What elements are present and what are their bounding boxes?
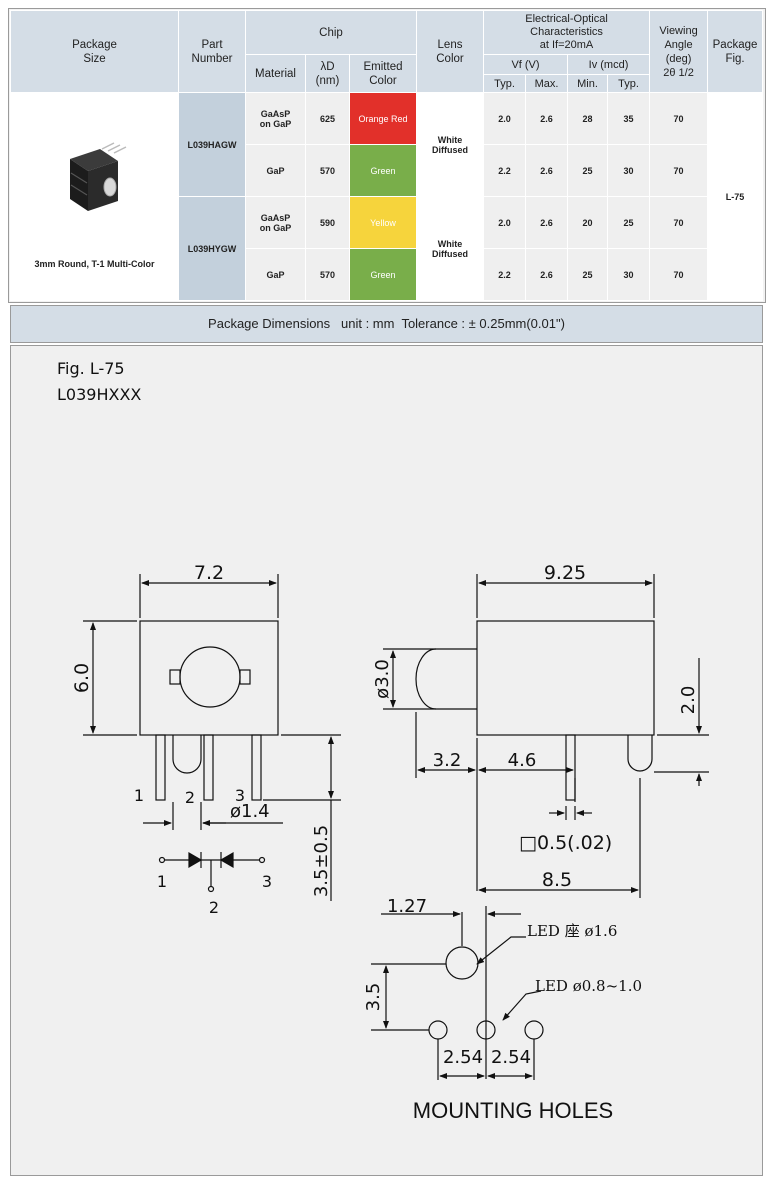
- dim-length: 9.25: [544, 562, 586, 584]
- package-size-label: 3mm Round, T-1 Multi-Color: [34, 259, 155, 269]
- package-size-cell: 3mm Round, T-1 Multi-Color: [10, 92, 179, 301]
- package-fig-cell: L-75: [707, 92, 764, 301]
- color-swatch-green-2: Green: [349, 248, 417, 301]
- color-swatch-yellow: Yellow: [349, 196, 417, 249]
- schem-pin-1: 1: [157, 872, 167, 891]
- dim-1-27: 1.27: [387, 896, 427, 917]
- color-swatch-green: Green: [349, 144, 417, 197]
- pin-label-1: 1: [134, 786, 144, 805]
- model-label: L039HXXX: [57, 385, 141, 404]
- schem-pin-3: 3: [262, 872, 272, 891]
- dim-3-2: 3.2: [433, 750, 462, 771]
- pitch-b: 2.54: [491, 1047, 531, 1068]
- schem-pin-2: 2: [209, 898, 219, 917]
- header-chip: Chip: [245, 10, 417, 55]
- dim-8-5: 8.5: [542, 869, 572, 891]
- dim-lens-dia: ø3.0: [372, 659, 393, 699]
- dim-lead-len: 3.5±0.5: [311, 825, 332, 897]
- part-number-l039hagw: L039HAGW: [178, 92, 246, 197]
- led-package-photo: [70, 142, 127, 211]
- dim-3-5: 3.5: [363, 983, 384, 1012]
- header-iv-typ: Typ.: [606, 74, 651, 93]
- color-swatch-orange-red: Orange Red: [349, 92, 417, 145]
- package-dimensions-bar: Package Dimensions unit : mm Tolerance :…: [10, 305, 763, 343]
- part-number-l039hygw: L039HYGW: [178, 196, 246, 301]
- dim-4-6: 4.6: [508, 750, 537, 771]
- header-vf-typ: Typ.: [483, 74, 526, 93]
- header-material: Material: [245, 54, 306, 93]
- pitch-a: 2.54: [443, 1047, 483, 1068]
- header-vf-max: Max.: [525, 74, 568, 93]
- header-wavelength: λD(nm): [305, 54, 350, 93]
- dimension-drawing: Fig. L-75 L039HXXX 7.2 6.0 1 2 3 ø1.4 3.…: [57, 359, 709, 1123]
- header-vf: Vf (V): [483, 54, 568, 75]
- dim-offset: 2.0: [678, 686, 699, 715]
- led-seat-label: LED 座 ø1.6: [527, 922, 617, 940]
- pin-label-3: 3: [235, 786, 245, 805]
- dim-height: 6.0: [71, 663, 93, 693]
- pin-label-2: 2: [185, 788, 195, 807]
- dim-pin-dia: ø1.4: [230, 801, 270, 822]
- led-hole-label: LED ø0.8~1.0: [535, 977, 642, 995]
- dimension-drawing-panel: Fig. L-75 L039HXXX 7.2 6.0 1 2 3 ø1.4 3.…: [10, 345, 763, 1176]
- fig-label: Fig. L-75: [57, 359, 125, 378]
- header-iv-min: Min.: [567, 74, 608, 93]
- dim-width: 7.2: [194, 562, 224, 584]
- header-iv: Iv (mcd): [566, 54, 651, 75]
- mounting-holes-title: MOUNTING HOLES: [413, 1098, 613, 1123]
- dim-lead-square: □0.5(.02): [519, 832, 612, 854]
